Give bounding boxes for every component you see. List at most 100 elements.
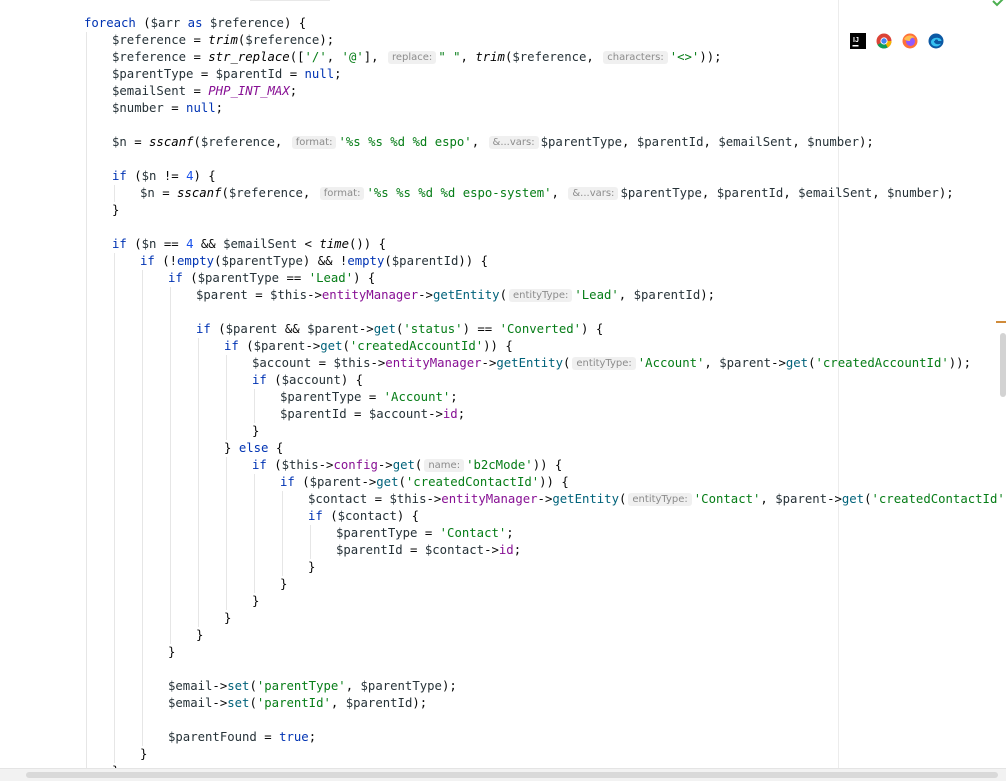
horizontal-scrollbar-thumb[interactable] [26,772,998,778]
punctuation: ( [266,373,282,387]
punctuation: = [186,33,209,47]
code-line[interactable]: if ($this->config->get(name:'b2cMode')) … [252,457,562,474]
punctuation: ) && ! [302,254,348,268]
variable: $parentType [197,271,280,285]
punctuation: ); [859,135,874,149]
punctuation: ( [342,339,350,353]
code-line[interactable]: } [196,627,203,644]
code-line[interactable]: } [224,610,231,627]
parameter-hint: entityType: [628,493,692,506]
code-line[interactable]: } [112,202,119,219]
code-line[interactable]: } [140,746,147,763]
punctuation: ; [513,543,522,557]
code-line[interactable]: } [112,763,119,768]
punctuation: ); [700,288,716,302]
indent-guide [198,338,199,627]
punctuation: ; [506,526,514,540]
punctuation: ( [563,356,571,370]
variable: $parentType [280,390,362,404]
parameter-hint: format: [291,136,337,149]
punctuation: { [268,441,284,455]
code-line[interactable]: if ($n == 4 && $emailSent < time()) { [112,236,386,253]
horizontal-scrollbar[interactable] [0,768,1006,781]
punctuation: ( [499,288,507,302]
parameter-hint: entityType: [509,289,573,302]
code-line[interactable]: $parent = $this->entityManager->getEntit… [196,287,715,304]
code-line[interactable]: } else { [224,440,283,457]
code-line[interactable]: $parentType = $parentId = null; [112,66,342,83]
method-name: set [227,679,250,693]
string-literal: 'status' [403,322,463,336]
punctuation: ( [182,271,198,285]
string-literal: '%s %s %d %d espo-system' [366,186,552,200]
code-line[interactable]: if (!empty($parentType) && !empty($paren… [140,253,488,270]
browser-preview-bar: IJ [848,31,946,51]
code-line[interactable]: $parentId = $contact->id; [336,542,521,559]
scrollbar-marker[interactable] [996,321,1006,323]
code-line[interactable]: $emailSent = PHP_INT_MAX; [112,83,297,100]
punctuation: ; [289,84,298,98]
method-name: set [227,696,250,710]
string-literal: 'Contact' [693,492,761,506]
variable: $arr [150,16,181,30]
code-line[interactable]: } [252,593,259,610]
punctuation: } [196,628,204,642]
variable: $reference [228,186,303,200]
code-line[interactable]: $email->set('parentId', $parentId); [168,695,427,712]
punctuation: ; [450,390,458,404]
string-literal: 'parentId' [256,696,331,710]
code-line[interactable]: if ($parentType == 'Lead') { [168,270,375,287]
code-line[interactable]: } [168,644,175,661]
code-line[interactable]: $contact = $this->entityManager->getEnti… [308,491,1006,508]
keyword: if [252,373,267,387]
punctuation: = [247,288,271,302]
code-line[interactable]: $account = $this->entityManager->getEnti… [252,355,971,372]
punctuation: , [460,50,476,64]
variable: $parent [253,339,306,353]
code-line[interactable]: $parentType = 'Contact'; [336,525,514,542]
indent-guide [254,474,255,593]
punctuation: )) { [483,339,513,353]
method-name: get [320,339,343,353]
variable: $parentId [636,135,704,149]
keyword: as [187,16,203,30]
code-line[interactable]: if ($parent->get('createdContactId')) { [280,474,569,491]
punctuation: , [586,50,602,64]
variable: $parentType [540,135,623,149]
punctuation: -> [484,543,499,557]
code-line[interactable]: $n = sscanf($reference, format:'%s %s %d… [112,134,874,151]
code-line[interactable]: $reference = str_replace(['/', '@'], rep… [112,49,722,66]
vertical-scrollbar-thumb[interactable] [1000,333,1006,397]
variable: $this [389,492,427,506]
punctuation: ) { [340,373,364,387]
code-line[interactable]: } [252,423,259,440]
code-line[interactable]: if ($n != 4) { [112,168,216,185]
punctuation: , [618,288,634,302]
code-line[interactable]: $email->set('parentType', $parentType); [168,678,457,695]
punctuation: -> [537,492,553,506]
intellij-icon[interactable]: IJ [848,31,868,51]
punctuation: ( [249,679,257,693]
code-line[interactable]: $n = sscanf($reference, format:'%s %s %d… [140,185,954,202]
code-line[interactable]: $reference = trim($reference); [112,32,334,49]
punctuation: -> [212,679,228,693]
code-line[interactable]: foreach ($arr as $reference) { [84,15,306,32]
punctuation: } [308,560,316,574]
edge-icon[interactable] [926,31,946,51]
code-line[interactable]: $parentFound = true; [168,729,316,746]
code-line[interactable]: if ($account) { [252,372,363,389]
code-line[interactable]: if ($contact) { [308,508,419,525]
code-line[interactable]: $parentId = $account->id; [280,406,465,423]
string-literal: 'Contact' [439,526,507,540]
punctuation: } [112,764,119,768]
variable: $parent [719,356,772,370]
code-line[interactable]: } [280,576,287,593]
code-line[interactable]: $number = null; [112,100,223,117]
code-line[interactable]: } [308,559,315,576]
code-line[interactable]: if ($parent && $parent->get('status') ==… [196,321,603,338]
code-line[interactable]: if ($parent->get('createdAccountId')) { [224,338,513,355]
code-line[interactable]: $parentType = 'Account'; [280,389,458,406]
chrome-icon[interactable] [874,31,894,51]
firefox-icon[interactable] [900,31,920,51]
